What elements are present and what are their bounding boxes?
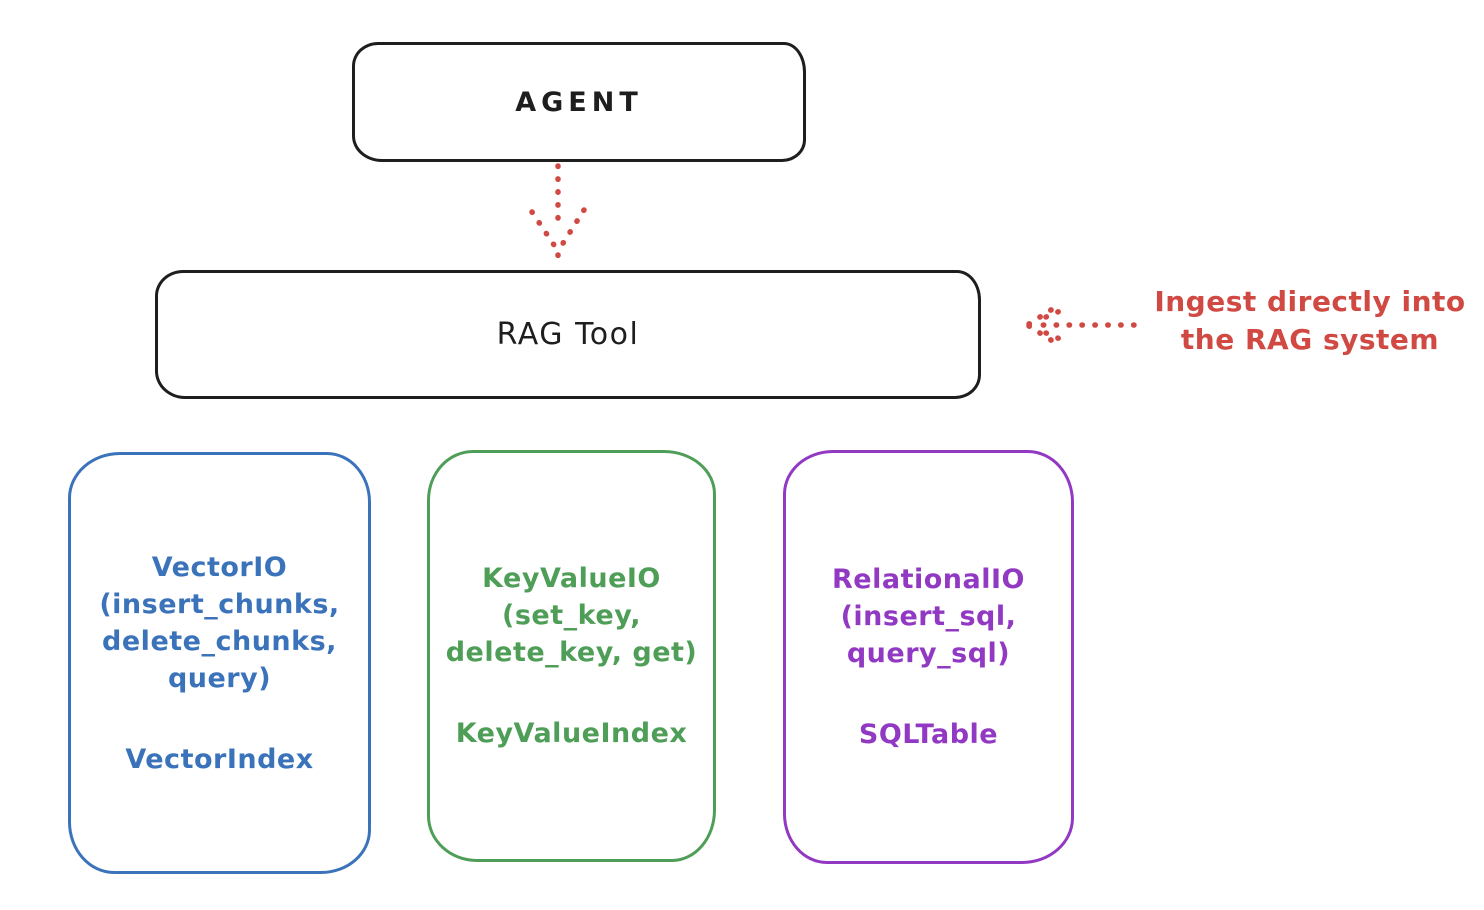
arrowhead-left-wing	[529, 209, 559, 251]
keyvalue-io-interface: KeyValueIO (set_key, delete_key, get)	[445, 563, 698, 668]
arrowhead-inner-upper	[1043, 308, 1063, 320]
vector-index-label: VectorIndex	[125, 743, 314, 775]
rag-tool-label: RAG Tool	[496, 317, 640, 352]
agent-node: AGENT	[352, 42, 806, 162]
agent-to-rag-arrow	[529, 163, 587, 259]
keyvalue-io-node: KeyValueIO (set_key, delete_key, get) Ke…	[427, 450, 716, 862]
relational-io-node: RelationalIO (insert_sql, query_sql) SQL…	[783, 450, 1074, 864]
ingest-arrow	[1026, 305, 1137, 345]
relational-io-interface: RelationalIO (insert_sql, query_sql)	[832, 564, 1025, 669]
rag-tool-node: RAG Tool	[155, 270, 981, 399]
vector-io-node: VectorIO (insert_chunks, delete_chunks, …	[68, 452, 371, 874]
ingest-annotation: Ingest directly into the RAG system	[1154, 285, 1466, 356]
vector-io-interface: VectorIO (insert_chunks, delete_chunks, …	[99, 551, 340, 694]
arrowhead-upper-wing	[1026, 305, 1057, 327]
arrowhead-inner-lower	[1043, 330, 1063, 342]
arrowhead-right-wing	[557, 207, 587, 251]
sql-table-label: SQLTable	[858, 719, 999, 750]
arrowhead-lower-wing	[1026, 323, 1057, 345]
keyvalue-index-label: KeyValueIndex	[455, 718, 688, 749]
agent-label: AGENT	[515, 86, 643, 118]
